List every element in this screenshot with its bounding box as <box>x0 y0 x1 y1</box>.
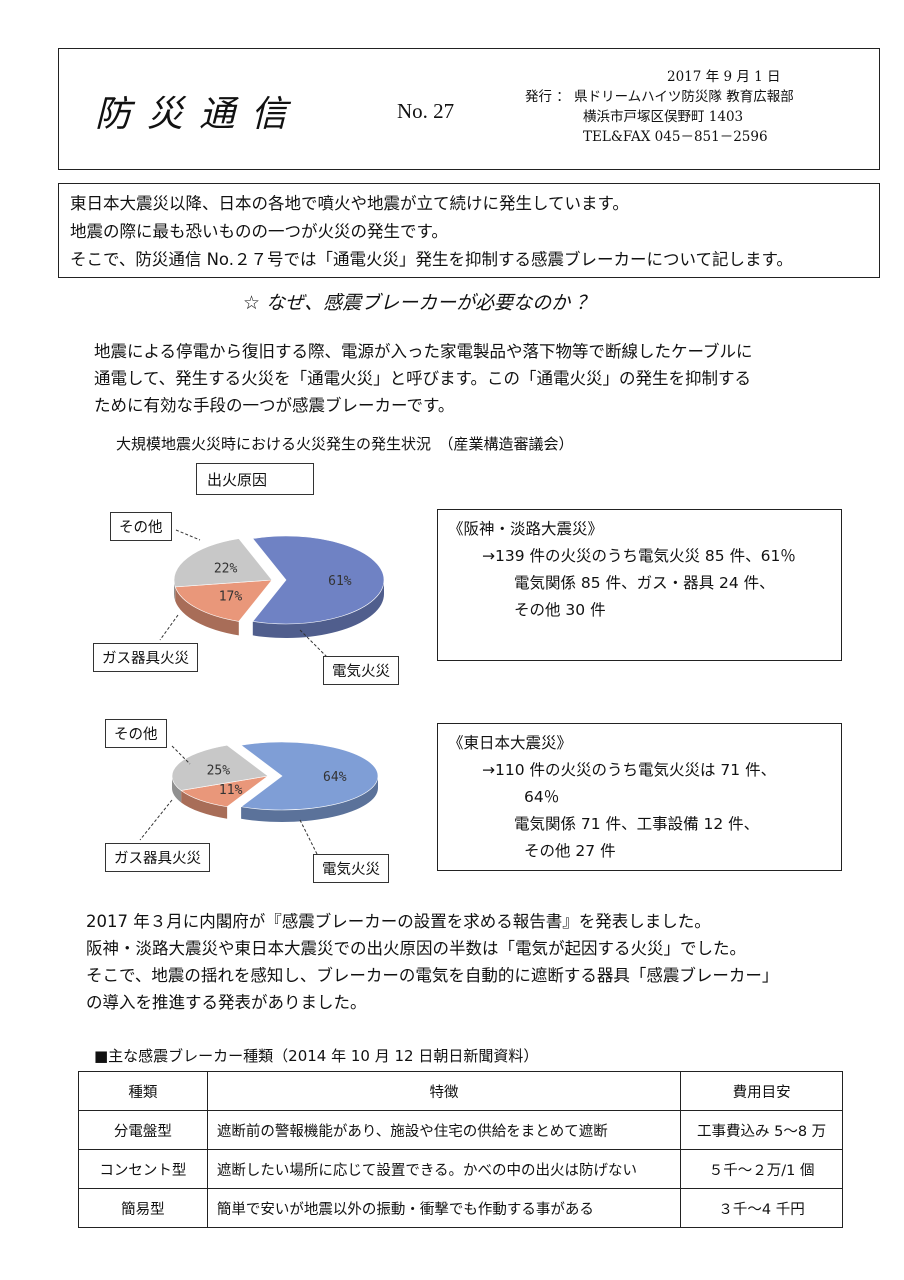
hanshin-info-box: 《阪神・淡路大震災》 →139 件の火災のうち電気火災 85 件、61％ 電気関… <box>437 509 842 661</box>
paragraph-line: そこで、地震の揺れを感知し、ブレーカーの電気を自動的に遮断する器具「感震ブレーカ… <box>86 966 779 985</box>
table-cell: 遮断前の警報機能があり、施設や住宅の供給をまとめて遮断 <box>206 1110 682 1150</box>
table-row: コンセント型 遮断したい場所に応じて設置できる。かべの中の出火は防げない ５千～… <box>78 1149 843 1189</box>
paragraph-line: 通電して、発生する火災を「通電火災」と呼びます。この「通電火災」の発生を抑制する <box>94 369 752 388</box>
higashi-line: 64％ <box>524 788 560 806</box>
why-heading: ☆ なぜ、感震ブレーカーが必要なのか ？ <box>243 292 596 314</box>
publisher-info: 2017 年 9 月 1 日 発行 ： 県ドリームハイツ防災隊 教育広報部 横浜… <box>525 67 794 147</box>
table-cell: ５千～２万/1 個 <box>680 1149 843 1189</box>
table-cell: 簡単で安いが地震以外の振動・衝撃でも作動する事がある <box>206 1188 682 1228</box>
label-electric-2: 電気火災 <box>313 854 389 883</box>
pie-value-label: 11% <box>219 783 243 798</box>
paragraph-line: ために有効な手段の一つが感震ブレーカーです。 <box>94 396 455 415</box>
pie-slice <box>180 775 269 808</box>
pie-value-label: 22% <box>214 562 238 577</box>
table-header: 特徴 <box>206 1071 682 1111</box>
report-paragraph: 2017 年３月に内閣府が『感震ブレーカーの設置を求める報告書』を発表しました。… <box>86 908 778 1016</box>
paragraph-line: 阪神・淡路大震災や東日本大震災での出火原因の半数は「電気が起因する火災」でした。 <box>86 939 746 958</box>
intro-line: 地震の際に最も恐いものの一つが火災の発生です。 <box>70 222 448 241</box>
label-gas-2: ガス器具火災 <box>105 843 210 872</box>
label-gas-1: ガス器具火災 <box>93 643 198 672</box>
hanshin-title: 《阪神・淡路大震災》 <box>448 520 604 538</box>
callout-line <box>299 629 331 661</box>
callout-line <box>159 614 179 641</box>
intro-box: 東日本大震災以降、日本の各地で噴火や地震が立て続けに発生しています。 地震の際に… <box>58 183 880 278</box>
pie-slice-side <box>252 580 384 638</box>
table-cell: 工事費込み 5～8 万 <box>680 1110 843 1150</box>
hanshin-line: その他 30 件 <box>514 601 606 619</box>
pie-chart-hanshin: 61% 17% 22% <box>173 535 385 638</box>
issue-date: 2017 年 9 月 1 日 <box>667 69 781 85</box>
table-cell: 簡易型 <box>78 1188 208 1228</box>
pie-value-label: 61% <box>328 574 352 589</box>
intro-line: そこで、防災通信 No.２７号では「通電火災」発生を抑制する感震ブレーカーについ… <box>70 250 793 269</box>
pie-slice <box>252 535 385 625</box>
paragraph-line: の導入を推進する発表がありました。 <box>86 993 367 1012</box>
issue-number: No. 27 <box>397 99 455 123</box>
table-header: 種類 <box>78 1071 208 1111</box>
pie-slice-side <box>172 776 182 803</box>
callout-line <box>139 799 173 841</box>
callout-line <box>299 819 321 861</box>
intro-line: 東日本大震災以降、日本の各地で噴火や地震が立て続けに発生しています。 <box>70 194 629 213</box>
higashi-line: 電気関係 71 件、工事設備 12 件、 <box>514 815 760 833</box>
pie-value-label: 17% <box>219 589 243 604</box>
table-cell: 分電盤型 <box>78 1110 208 1150</box>
table-cell: 遮断したい場所に応じて設置できる。かべの中の出火は防げない <box>206 1149 682 1189</box>
pie-slice-side <box>181 790 228 819</box>
label-electric-1: 電気火災 <box>323 656 399 685</box>
pie-value-label: 25% <box>207 764 231 779</box>
pie-slice-side <box>241 776 378 822</box>
table-row: 分電盤型 遮断前の警報機能があり、施設や住宅の供給をまとめて遮断 工事費込み 5… <box>78 1110 843 1150</box>
pie-slice-side <box>175 586 239 636</box>
higashi-info-box: 《東日本大震災》 →110 件の火災のうち電気火災は 71 件、 64％ 電気関… <box>437 723 842 871</box>
why-paragraph: 地震による停電から復旧する際、電源が入った家電製品や落下物等で断線したケーブルに… <box>94 338 753 419</box>
pie-slice <box>173 538 273 588</box>
hanshin-line: →139 件の火災のうち電気火災 85 件、61％ <box>482 547 796 565</box>
address: 横浜市戸塚区俣野町 1403 <box>583 109 744 125</box>
hanshin-line: 電気関係 85 件、ガス・器具 24 件、 <box>514 574 775 592</box>
higashi-title: 《東日本大震災》 <box>448 734 573 752</box>
pie-slice <box>171 744 269 791</box>
table-title: ■主な感震ブレーカー種類（2014 年 10 月 12 日朝日新聞資料） <box>94 1047 539 1065</box>
callout-line <box>175 529 201 541</box>
higashi-line: →110 件の火災のうち電気火災は 71 件、 <box>482 761 777 779</box>
callout-line <box>171 745 191 765</box>
label-other-1: その他 <box>110 512 172 541</box>
newsletter-title: 防災通信 <box>95 94 304 135</box>
table-row: 簡易型 簡単で安いが地震以外の振動・衝撃でも作動する事がある ３千～4 千円 <box>78 1188 843 1228</box>
table-header-row: 種類 特徴 費用目安 <box>78 1071 843 1111</box>
table-cell: コンセント型 <box>78 1149 208 1189</box>
table-cell: ３千～4 千円 <box>680 1188 843 1228</box>
breaker-types-table: 種類 特徴 費用目安 分電盤型 遮断前の警報機能があり、施設や住宅の供給をまとめ… <box>78 1071 843 1228</box>
cause-label: 出火原因 <box>196 463 314 495</box>
paragraph-line: 2017 年３月に内閣府が『感震ブレーカーの設置を求める報告書』を発表しました。 <box>86 912 711 931</box>
table-header: 費用目安 <box>680 1071 843 1111</box>
publisher: 発行 ： 県ドリームハイツ防災隊 教育広報部 <box>525 89 794 105</box>
pie-slice <box>240 741 379 811</box>
higashi-line: その他 27 件 <box>524 842 616 860</box>
newsletter-header: 防災通信 No. 27 2017 年 9 月 1 日 発行 ： 県ドリームハイツ… <box>58 48 880 170</box>
pie-slice-side <box>174 580 176 601</box>
pie-slice <box>174 579 273 622</box>
pie-chart-higashi: 64% 11% 25% <box>171 741 379 822</box>
paragraph-line: 地震による停電から復旧する際、電源が入った家電製品や落下物等で断線したケーブルに <box>94 342 753 361</box>
chart-title: 大規模地震火災時における火災発生の発生状況 （産業構造審議会） <box>116 435 574 453</box>
pie-value-label: 64% <box>323 770 347 785</box>
label-other-2: その他 <box>105 719 167 748</box>
tel-fax: TEL&FAX 045－851－2596 <box>583 129 768 145</box>
